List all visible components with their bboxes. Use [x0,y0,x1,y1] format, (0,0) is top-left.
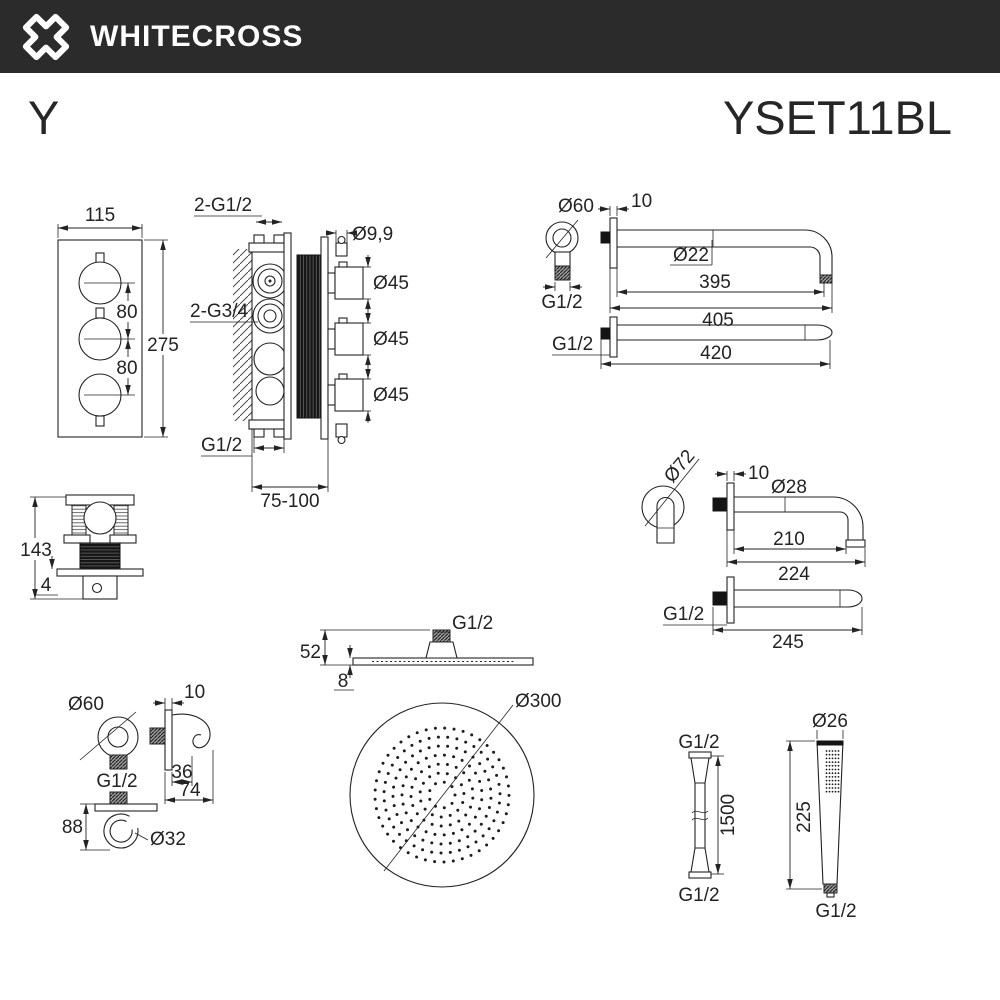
spout-straight-view: G1/2 245 [663,576,863,653]
label-knob1-dia: Ø45 [373,273,409,294]
label-head-thread: G1/2 [452,613,493,634]
label-hose-thread-top: G1/2 [678,732,719,753]
dim-panel-width: 115 [85,205,115,226]
dim-arm-405: 405 [702,310,734,331]
knob-side-middle [327,317,364,356]
handshower-nozzle-dots [825,750,840,793]
dim-holder-plate: 4 [41,575,52,596]
dim-head-disc: 8 [338,671,349,692]
outlet-side-view: 10 36 74 [149,682,214,804]
header-bar: WHITECROSS [0,0,1000,73]
dim-holder-height: 143 [20,540,52,561]
dim-spout2-245: 245 [772,632,804,653]
label-arm2-thread: G1/2 [552,334,593,355]
label-spout-pipe-dia: Ø28 [771,477,807,498]
dim-handshower-length: 225 [794,801,815,833]
spout-bent-view: Ø72 10 Ø28 210 224 [641,446,866,585]
outlet-front-view: Ø60 G1/2 [68,694,139,792]
head-side-view: G1/2 52 8 [300,613,534,692]
knob-side-bottom [327,373,364,412]
label-elbow-flange: Ø60 [558,196,594,217]
dim-hose-length: 1500 [718,794,739,836]
valve-cartridge-block [296,254,322,419]
label-top-ports: 2-G1/2 [194,195,252,216]
label-knob3-dia: Ø45 [373,385,409,406]
dim-knob-pitch-top: 80 [116,302,137,323]
label-spout2-thread: G1/2 [663,604,704,625]
label-handshower-thread: G1/2 [815,901,856,922]
dim-knob-pitch-bottom: 80 [116,358,137,379]
thermostat-side-view: 2-G1/2 2-G3/4 Ø9,9 Ø45 Ø45 Ø45 G1/2 [190,195,409,512]
label-bottom-port: G1/2 [201,435,242,456]
label-knob2-dia: Ø45 [373,329,409,350]
dim-spout-210: 210 [773,529,805,550]
label-head-dia: Ø300 [515,691,561,712]
knob-side-top [327,261,364,300]
holder-front-view: 88 Ø32 [62,791,186,851]
brand-name: WHITECROSS [90,19,304,53]
handshower-view: Ø26 225 G1/2 [786,711,857,922]
hose-view: G1/2 G1/2 1500 [678,732,739,906]
label-elbow-thread: G1/2 [541,292,582,313]
thermostat-front-view: 115 275 80 80 [57,205,179,438]
shower-arm-straight-view: G1/2 420 [552,316,833,369]
whitecross-x-logo [22,13,70,60]
dim-outlet-flange-th: 10 [184,682,205,703]
head-front-view: Ø300 [349,691,561,888]
dim-arm-flange: 10 [631,191,652,212]
dim-outlet-74: 74 [179,780,201,801]
dim-outlet-36: 36 [171,762,192,783]
label-handshower-dia: Ø26 [812,711,848,732]
label-outlet-thread: G1/2 [96,771,137,792]
label-outlet-dia: Ø60 [68,694,104,715]
dim-arm-395: 395 [699,272,731,293]
shower-arm-bent-view: 10 Ø22 395 405 [598,191,833,331]
dim-spout-flange-th: 10 [748,463,769,484]
label-arm-pipe-dia: Ø22 [673,245,709,266]
dim-holder-88: 88 [62,817,83,838]
dim-arm2-420: 420 [700,343,732,364]
nozzle-dots [373,726,511,864]
series-title: Y [28,91,60,144]
dim-mount-depth: 75-100 [260,491,319,512]
shower-elbow-view: Ø60 G1/2 [541,196,594,313]
wall-hatch [233,249,252,421]
label-holder-hook-dia: Ø32 [150,829,186,850]
model-number: YSET11BL [722,91,952,144]
label-hose-thread-bottom: G1/2 [678,885,719,906]
dim-spout-224: 224 [778,564,810,585]
label-pin-dia: Ø9,9 [352,224,393,245]
dim-panel-height: 275 [147,335,179,356]
holder-section-view: 143 4 [20,494,144,600]
label-spout-flange: Ø72 [660,446,699,487]
label-side-ports: 2-G3/4 [190,301,249,322]
dim-head-52: 52 [300,642,321,663]
